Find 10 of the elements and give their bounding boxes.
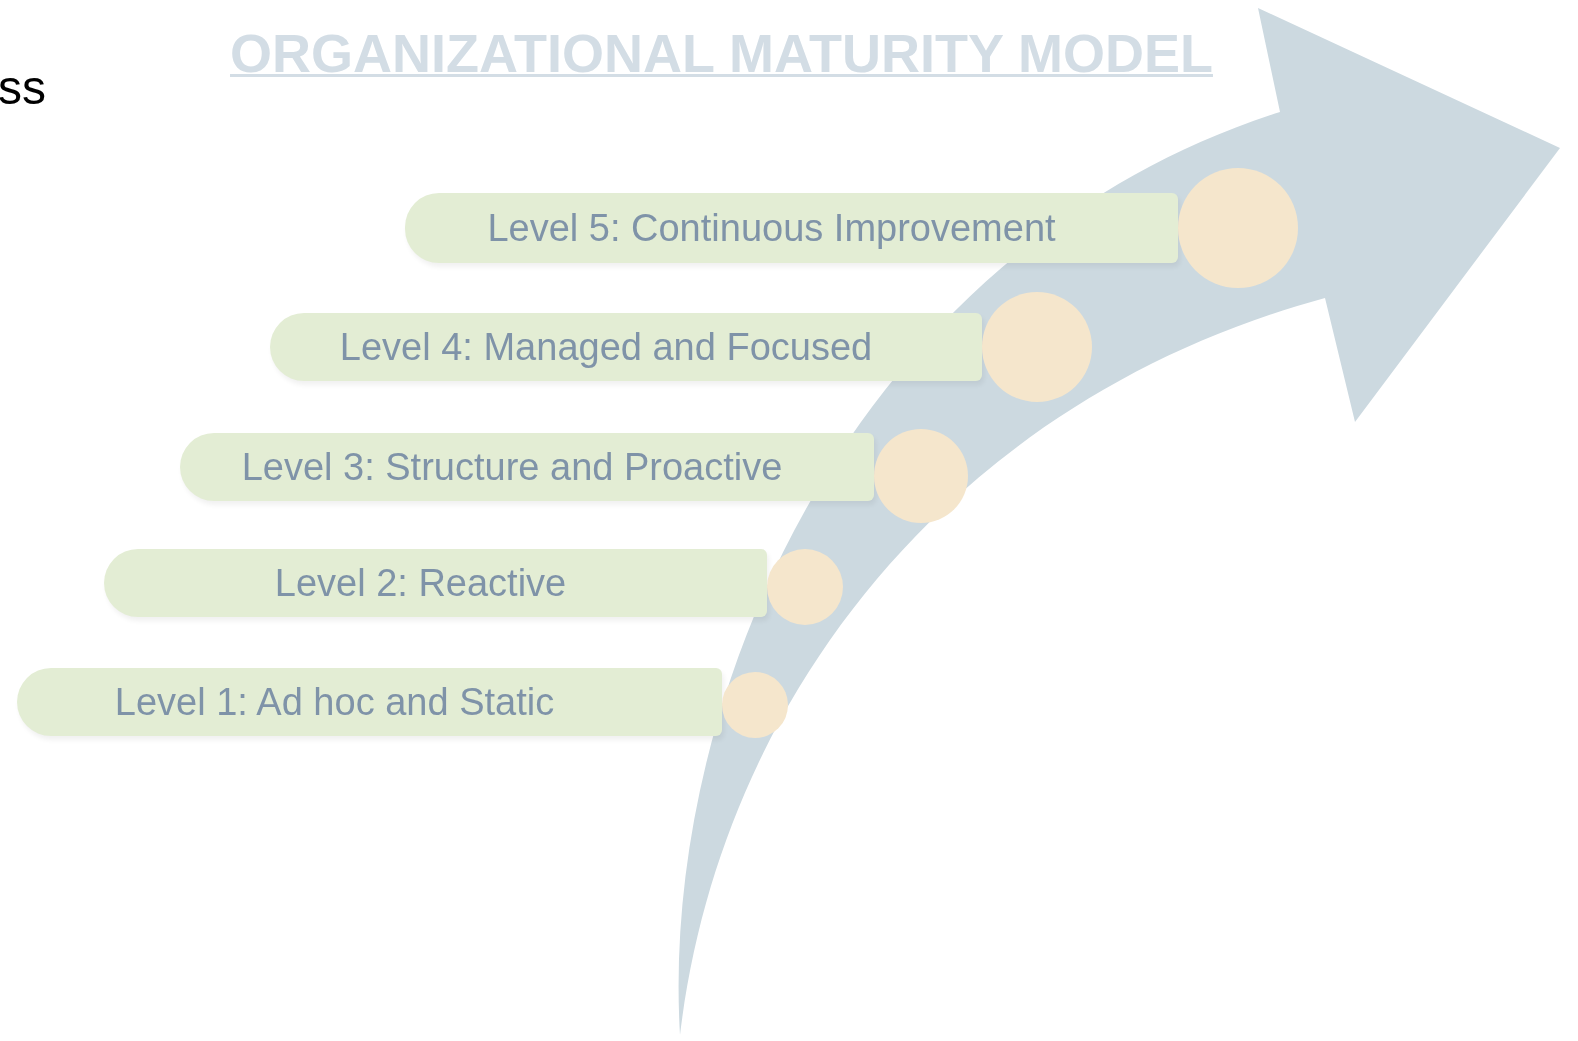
level-bar	[17, 668, 722, 736]
level-bar	[104, 549, 767, 617]
level-label: Level 4: Managed and Focused	[339, 325, 873, 369]
level-bar	[270, 313, 982, 381]
level-label: Level 2: Reactive	[274, 561, 567, 605]
level-bar	[405, 193, 1178, 263]
level-label: Level 3: Structure and Proactive	[241, 445, 783, 489]
level-label: Level 1: Ad hoc and Static	[114, 680, 555, 724]
level-bar	[180, 433, 874, 501]
level-label: Level 5: Continuous Improvement	[487, 206, 1056, 250]
